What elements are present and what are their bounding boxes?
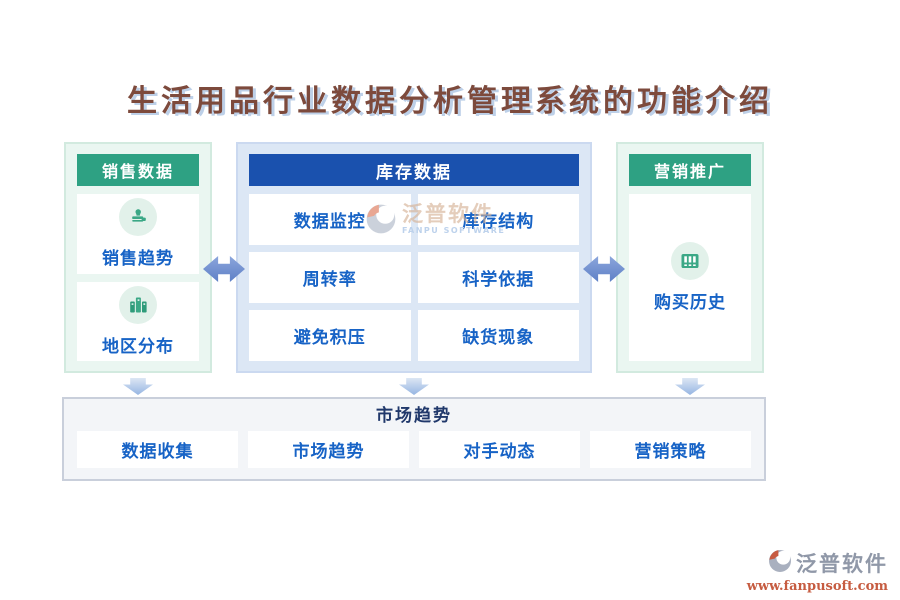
- down-arrow-icon: [399, 378, 429, 395]
- fanpu-logo-icon: [767, 548, 793, 578]
- down-arrow-icon: [675, 378, 705, 395]
- card-competitor-dynamics: 对手动态: [419, 431, 580, 468]
- card-region-distribution: 地区分布: [77, 281, 199, 361]
- card-label: 地区分布: [102, 336, 174, 357]
- panel-marketing-header: 营销推广: [629, 154, 751, 186]
- watermark-url: www.fanpusoft.com: [746, 579, 888, 594]
- card-label: 周转率: [302, 270, 357, 290]
- card-label: 营销策略: [634, 442, 707, 462]
- card-label: 市场趋势: [292, 442, 365, 462]
- card-label: 对手动态: [463, 442, 536, 462]
- books-icon: [119, 285, 157, 324]
- card-sales-trend: 销售趋势: [77, 194, 199, 274]
- card-stockout: 缺货现象: [417, 310, 579, 361]
- panel-sales-data: 销售数据 销售趋势: [64, 142, 212, 373]
- card-purchase-history: 购买历史: [629, 194, 751, 361]
- market-trend-title: 市场趋势: [376, 406, 452, 426]
- card-label: 销售趋势: [102, 249, 174, 270]
- page-title: 生活用品行业数据分析管理系统的功能介绍: [127, 84, 773, 119]
- stamp-icon: [119, 198, 157, 237]
- down-arrow-icon: [123, 378, 153, 395]
- market-trend-card-row: 数据收集 市场趋势 对手动态 营销策略: [77, 431, 751, 468]
- card-market-trend: 市场趋势: [248, 431, 409, 468]
- grid-icon: [671, 242, 709, 280]
- panel-inventory-header: 库存数据: [249, 154, 579, 186]
- card-label: 避免积压: [293, 328, 366, 348]
- watermark-corner: 泛普软件 www.fanpusoft.com: [747, 548, 888, 594]
- card-label: 购买历史: [654, 293, 726, 313]
- card-scientific-basis: 科学依据: [417, 252, 579, 303]
- inventory-card-grid: 数据监控 库存结构 周转率 科学依据 避免积压 缺货现象: [249, 194, 579, 361]
- card-data-monitoring: 数据监控: [249, 194, 411, 245]
- watermark-name: 泛普软件: [796, 552, 888, 576]
- card-avoid-overstock: 避免积压: [249, 310, 411, 361]
- card-label: 数据收集: [121, 442, 194, 462]
- card-label: 库存结构: [462, 212, 535, 232]
- card-turnover-rate: 周转率: [249, 252, 411, 303]
- card-label: 数据监控: [293, 212, 366, 232]
- panel-market-trend: 市场趋势 数据收集 市场趋势 对手动态 营销策略: [62, 397, 766, 481]
- card-label: 科学依据: [462, 270, 535, 290]
- card-label: 缺货现象: [462, 328, 535, 348]
- card-inventory-structure: 库存结构: [417, 194, 579, 245]
- card-marketing-strategy: 营销策略: [590, 431, 751, 468]
- card-data-collection: 数据收集: [77, 431, 238, 468]
- panel-marketing: 营销推广 购买历史: [616, 142, 764, 373]
- panel-inventory-data: 库存数据 数据监控 库存结构 周转率 科学依据 避免积压 缺货现象: [236, 142, 592, 373]
- panel-sales-header: 销售数据: [77, 154, 199, 186]
